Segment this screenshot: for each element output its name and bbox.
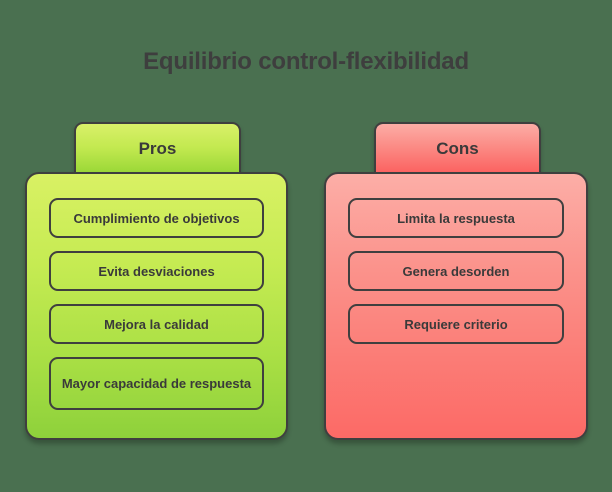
list-item[interactable]: Mejora la calidad [49, 304, 264, 344]
pros-header-label: Pros [138, 139, 177, 158]
list-item[interactable]: Genera desorden [348, 251, 564, 291]
cons-header-label: Cons [436, 139, 479, 158]
list-item-label: Genera desorden [402, 263, 510, 279]
list-item[interactable]: Evita desviaciones [49, 251, 264, 291]
pros-header-tab[interactable]: Pros [74, 122, 241, 178]
list-item[interactable]: Requiere criterio [348, 304, 564, 344]
cons-panel: Limita la respuesta Genera desorden Requ… [324, 172, 588, 440]
list-item-label: Evita desviaciones [98, 263, 215, 279]
cons-header-tab[interactable]: Cons [374, 122, 541, 178]
list-item[interactable]: Cumplimiento de objetivos [49, 198, 264, 238]
page-title: Equilibrio control-flexibilidad [143, 48, 469, 75]
list-item-label: Cumplimiento de objetivos [73, 210, 240, 226]
list-item-label: Limita la respuesta [397, 210, 515, 226]
list-item-label: Requiere criterio [404, 316, 508, 332]
pros-panel: Cumplimiento de objetivos Evita desviaci… [25, 172, 288, 440]
list-item-label: Mayor capacidad de respuesta [61, 376, 252, 391]
list-item[interactable]: Limita la respuesta [348, 198, 564, 238]
list-item[interactable]: Mayor capacidad de respuesta [49, 357, 264, 410]
list-item-label: Mejora la calidad [104, 316, 209, 332]
